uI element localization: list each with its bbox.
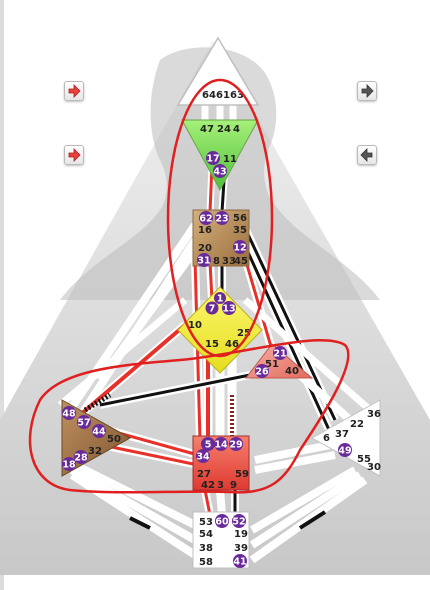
gate-label: 51 <box>265 359 279 370</box>
gate-label: 15 <box>205 339 219 350</box>
gate-label: 56 <box>233 213 247 224</box>
activated-gate-label: 13 <box>222 304 235 315</box>
gate-label: 58 <box>199 557 213 568</box>
gate-label: 50 <box>107 434 121 445</box>
gate-label: 42 <box>201 480 215 491</box>
activated-gate-label: 62 <box>199 214 212 225</box>
gate-label: 27 <box>197 469 211 480</box>
gate-label: 10 <box>188 320 202 331</box>
gate-label: 38 <box>199 543 213 554</box>
activated-gate-label: 57 <box>77 418 90 429</box>
solar-plexus-center: 36 22 37 6 49 55 30 <box>310 399 381 477</box>
throat-center: 62 23 56 16 35 20 12 31 8 33 45 <box>192 209 250 267</box>
gate-label: 53 <box>199 517 213 528</box>
activated-gate-label: 18 <box>62 460 76 471</box>
activated-gate-label: 48 <box>62 409 76 420</box>
activated-gate-label: 1 <box>217 294 224 305</box>
activated-gate-label: 52 <box>232 517 245 528</box>
gate-label: 33 <box>222 256 236 267</box>
left-edge <box>0 0 4 590</box>
gate-label: 37 <box>335 429 349 440</box>
gate-label: 63 <box>230 90 244 101</box>
spleen-center: 48 57 44 50 32 28 18 <box>61 399 132 477</box>
activated-gate-label: 29 <box>229 440 242 451</box>
activated-gate-label: 12 <box>233 243 246 254</box>
gate-label: 4 <box>233 124 240 135</box>
arrow-right-icon[interactable] <box>64 145 84 165</box>
gate-label: 9 <box>230 480 237 491</box>
activated-gate-label: 21 <box>273 349 286 360</box>
gate-label: 22 <box>350 419 364 430</box>
ajna-center: 47 24 4 17 11 43 <box>181 119 259 192</box>
gate-label: 11 <box>223 154 237 165</box>
activated-gate-label: 31 <box>197 256 210 267</box>
arrow-right-icon[interactable] <box>357 81 377 101</box>
root-center: 53 60 52 54 19 38 39 58 41 <box>192 511 250 569</box>
gate-label: 45 <box>234 256 248 267</box>
gate-label: 54 <box>199 529 213 540</box>
gate-label: 35 <box>233 225 247 236</box>
activated-gate-label: 28 <box>74 453 88 464</box>
gate-label: 30 <box>367 462 381 473</box>
activated-gate-label: 49 <box>338 446 351 457</box>
gate-label: 59 <box>235 469 249 480</box>
activated-gate-label: 7 <box>209 304 216 315</box>
arrow-left-icon[interactable] <box>357 145 377 165</box>
gate-label: 55 <box>357 454 371 465</box>
gate-label: 19 <box>234 529 248 540</box>
arrow-right-icon[interactable] <box>64 81 84 101</box>
activated-gate-label: 43 <box>213 167 226 178</box>
gate-label: 6 <box>323 433 330 444</box>
gate-label: 20 <box>198 243 212 254</box>
highlight-loop <box>28 339 350 494</box>
heart-center: 21 51 26 40 <box>244 343 314 379</box>
highlight-ellipse <box>166 78 274 358</box>
activated-gate-label: 34 <box>196 452 210 463</box>
gate-label: 40 <box>285 366 299 377</box>
gate-label: 64 <box>202 90 216 101</box>
gate-label: 16 <box>198 225 212 236</box>
gate-label: 8 <box>213 256 220 267</box>
gate-label: 32 <box>88 446 102 457</box>
activated-gate-label: 41 <box>233 557 246 568</box>
gate-label: 3 <box>217 480 224 491</box>
activated-gate-label: 17 <box>206 154 219 165</box>
gate-label: 25 <box>237 328 251 339</box>
gate-label: 36 <box>367 409 381 420</box>
activated-gate-label: 23 <box>215 214 228 225</box>
activated-gate-label: 44 <box>92 427 106 438</box>
activated-gate-label: 26 <box>255 367 269 378</box>
gate-label: 39 <box>234 543 248 554</box>
gate-label: 46 <box>225 339 239 350</box>
activated-gate-label: 60 <box>215 517 229 528</box>
highlight-annotations <box>28 78 350 494</box>
gate-label: 61 <box>216 90 230 101</box>
activated-gate-label: 5 <box>205 440 212 451</box>
gate-label: 24 <box>217 124 231 135</box>
gate-label: 47 <box>200 124 214 135</box>
activated-gate-label: 14 <box>214 440 228 451</box>
sacral-center: 5 14 29 34 27 59 42 3 9 <box>192 435 250 491</box>
